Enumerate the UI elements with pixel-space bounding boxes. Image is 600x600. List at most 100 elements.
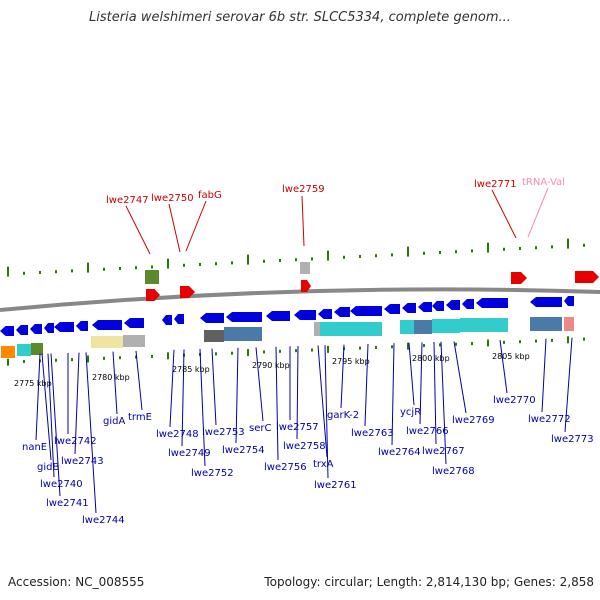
- gene-cds-11: [226, 312, 262, 322]
- gene-lwe2771: [511, 272, 527, 284]
- leader-line: [301, 195, 305, 247]
- tick-top: [535, 246, 537, 250]
- gene-olive-top: [145, 270, 159, 284]
- tick-bottom: [135, 355, 137, 359]
- label-lwe2764: lwe2764: [378, 447, 421, 458]
- leader-line: [391, 343, 395, 446]
- leader-line: [125, 205, 151, 255]
- gene-cyan-c: [400, 320, 414, 334]
- leader-line: [340, 344, 345, 409]
- leader-line: [112, 351, 118, 415]
- leader-line: [275, 346, 279, 461]
- gene-cyan-d: [432, 319, 460, 333]
- tick-top: [183, 263, 185, 267]
- gene-cds-1: [16, 325, 28, 335]
- tick-top: [39, 271, 41, 274]
- gene-cds-2: [30, 324, 42, 334]
- leader-line: [491, 189, 517, 239]
- leader-line: [168, 203, 181, 253]
- label-lwe2750: lwe2750: [151, 193, 194, 204]
- tick-top: [471, 249, 473, 253]
- gene-cds-4: [54, 322, 74, 332]
- kbp-label: 2775 kbp: [14, 379, 52, 388]
- label-lwe2767: lwe2767: [422, 446, 465, 457]
- gene-lwe2773-fwd: [575, 271, 599, 283]
- gene-olive-bottom: [31, 343, 43, 355]
- label-lwe2758: lwe2758: [283, 441, 326, 452]
- tick-top: [407, 246, 409, 257]
- tick-bottom: [231, 351, 233, 355]
- label-leaders: [35, 187, 573, 514]
- tick-bottom: [279, 349, 281, 353]
- kbp-label: 2805 kbp: [492, 352, 530, 361]
- leader-line: [419, 342, 423, 425]
- tick-top: [151, 265, 153, 269]
- leader-line: [41, 353, 52, 461]
- gene-cds-19: [418, 302, 432, 312]
- gene-cds-6: [92, 320, 122, 330]
- tick-bottom: [439, 343, 441, 347]
- label-lwe2752: lwe2752: [191, 468, 234, 479]
- leader-line: [211, 348, 217, 426]
- leader-line: [135, 350, 143, 411]
- gene-track: [0, 262, 599, 358]
- tick-bottom: [471, 342, 473, 346]
- label-nanE: nanE: [22, 442, 47, 453]
- tick-bottom: [535, 339, 537, 343]
- tick-top: [247, 254, 249, 265]
- label-lwe2740: lwe2740: [40, 479, 83, 490]
- leader-line: [364, 343, 369, 427]
- tick-top: [311, 257, 313, 261]
- leader-line: [169, 349, 175, 428]
- kbp-label: 2790 kbp: [252, 361, 290, 370]
- tick-bottom: [247, 349, 249, 357]
- tick-top: [215, 262, 217, 266]
- kbp-label: 2780 kbp: [92, 373, 130, 382]
- tick-top: [391, 253, 393, 257]
- label-lwe2744: lwe2744: [82, 515, 125, 526]
- tick-bottom: [71, 358, 73, 362]
- gene-cds-13: [294, 310, 316, 320]
- leader-line: [85, 352, 97, 514]
- label-lwe2770: lwe2770: [493, 395, 536, 406]
- accession-text: Accession: NC_008555: [8, 575, 145, 589]
- tick-top: [487, 242, 489, 253]
- tick-bottom: [503, 340, 505, 344]
- label-fabG: fabG: [198, 190, 222, 201]
- gene-cds-12: [266, 311, 290, 321]
- label-trmE: trmE: [128, 412, 152, 423]
- leader-line: [317, 345, 328, 458]
- tick-top: [167, 258, 169, 269]
- leader-line: [185, 200, 207, 252]
- label-lwe2749: lwe2749: [168, 448, 211, 459]
- tick-top: [119, 267, 121, 270]
- tick-bottom: [391, 345, 393, 349]
- tick-bottom: [311, 348, 313, 352]
- gene-cyan-b: [320, 322, 382, 336]
- tick-bottom: [167, 352, 169, 360]
- label-lwe2771: lwe2771: [474, 179, 517, 190]
- gene-cds-10: [200, 313, 224, 323]
- tick-bottom: [119, 356, 121, 360]
- gene-cds-14: [318, 309, 332, 319]
- tick-top: [23, 271, 25, 275]
- tick-bottom: [359, 346, 361, 350]
- gene-pink: [564, 317, 574, 331]
- tick-top: [503, 247, 505, 251]
- gene-lwe2759: [301, 280, 311, 292]
- tick-top: [359, 255, 361, 258]
- leader-line: [408, 342, 415, 406]
- gene-cyan-e: [460, 318, 508, 332]
- label-ycjR: ycjR: [400, 407, 421, 418]
- gene-cds-3: [44, 323, 54, 333]
- label-lwe2768: lwe2768: [432, 466, 475, 477]
- tick-bottom: [407, 342, 409, 350]
- tick-top: [375, 254, 377, 258]
- leader-line: [47, 353, 55, 478]
- tick-bottom: [151, 354, 153, 358]
- label-lwe2773: lwe2773: [551, 434, 594, 445]
- kbp-label: 2800 kbp: [412, 354, 450, 363]
